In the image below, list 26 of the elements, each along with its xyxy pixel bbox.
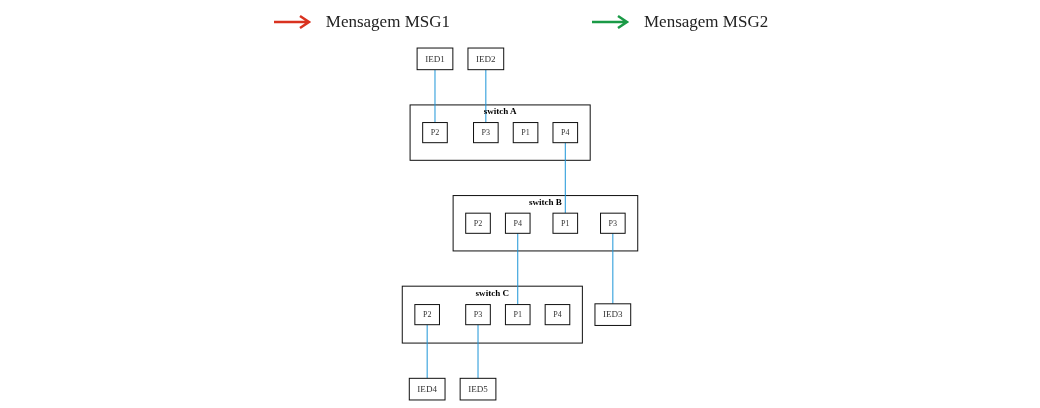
node-box: P2 [414, 304, 440, 326]
node-box: P4 [544, 304, 571, 326]
node-box: P1 [512, 122, 539, 144]
node-box: P3 [465, 304, 491, 326]
node-box: P4 [552, 122, 579, 144]
node-box: IED5 [459, 377, 497, 401]
connector [434, 69, 436, 124]
node-box: IED2 [467, 47, 505, 71]
connector [612, 232, 614, 305]
legend-label: Mensagem MSG1 [325, 12, 450, 32]
node-box: P3 [600, 212, 626, 234]
node-box: IED3 [594, 303, 632, 326]
node-box: P1 [504, 304, 531, 326]
node-box: P2 [465, 212, 491, 234]
connector [485, 69, 487, 124]
node-box: P2 [422, 122, 448, 144]
connector [517, 232, 519, 306]
node-box: IED1 [416, 47, 454, 71]
connector [564, 142, 566, 214]
node-box: P4 [504, 212, 531, 234]
connector [477, 324, 479, 379]
connector [426, 324, 428, 379]
legend-label: Mensagem MSG2 [644, 12, 769, 32]
node-box: IED4 [408, 377, 446, 401]
node-box: P3 [473, 122, 499, 144]
node-box: P1 [552, 212, 579, 234]
